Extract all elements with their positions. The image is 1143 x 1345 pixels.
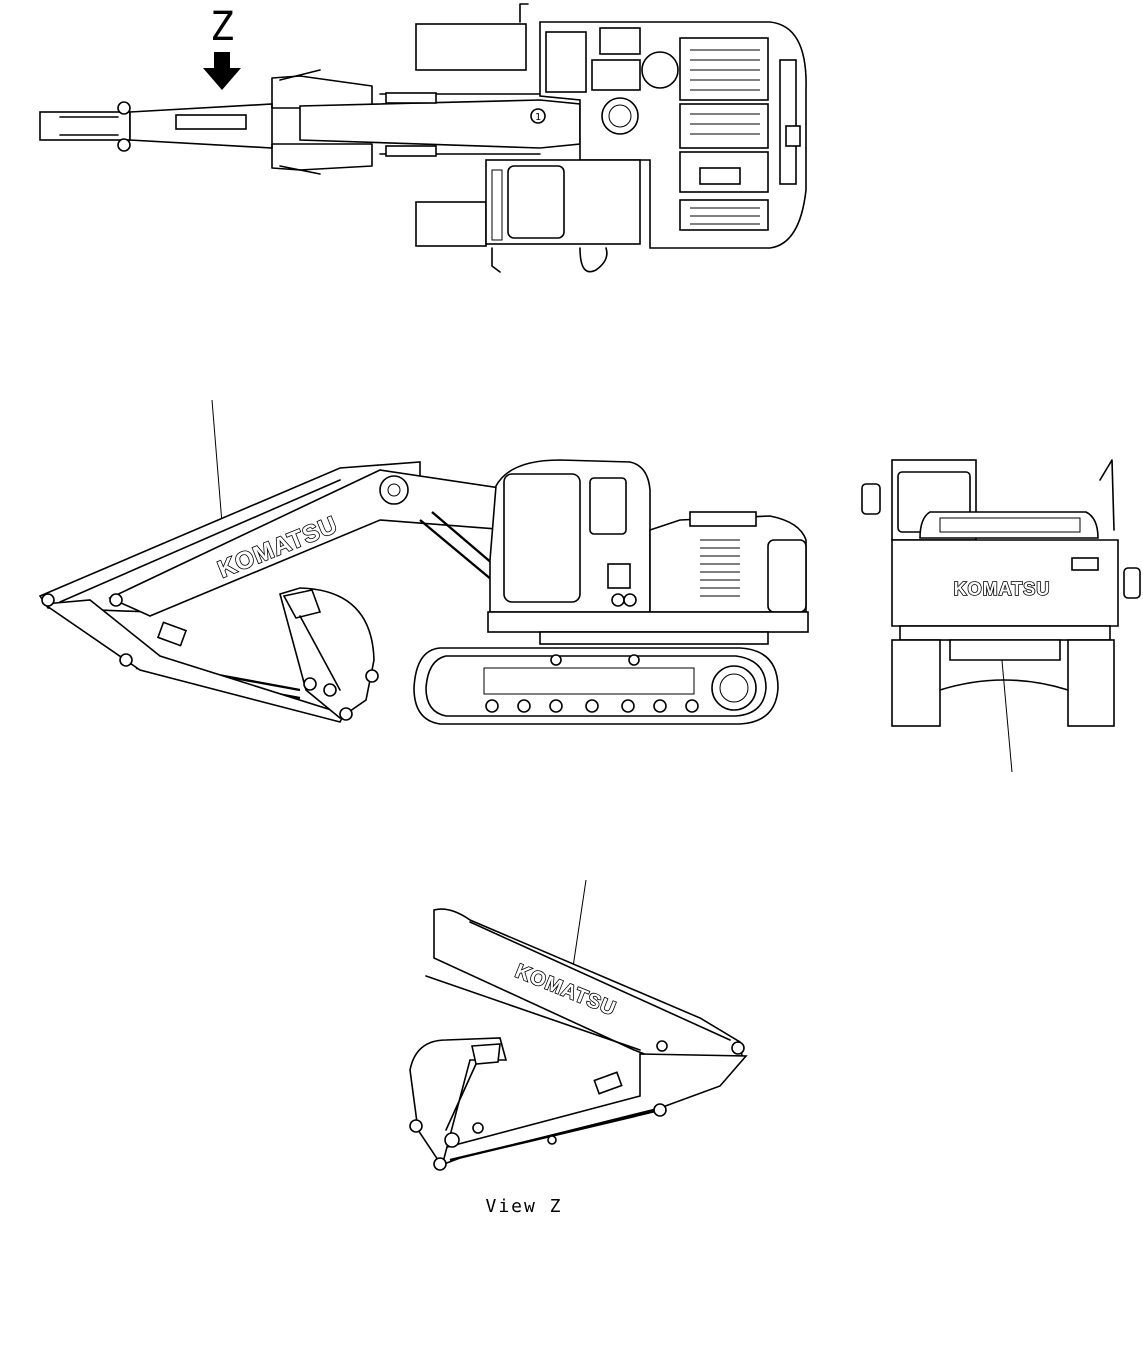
item-callout-number: 1	[535, 112, 541, 123]
item-callout: 1	[530, 108, 546, 124]
rear-view: KOMATSU	[861, 459, 1141, 773]
view-z-caption: View Z	[485, 1196, 562, 1217]
upper-structure-plan	[415, 3, 807, 273]
down-arrow-icon	[203, 52, 241, 90]
top-plan-view: Z	[39, 3, 807, 273]
boom-arm-plan	[39, 69, 581, 175]
view-marker-letter: Z	[210, 4, 234, 50]
counterweight-logo-rear: KOMATSU	[954, 579, 1051, 599]
view-z: KOMATSU View Z	[409, 879, 748, 1217]
side-view: KOMATSU	[38, 399, 809, 725]
